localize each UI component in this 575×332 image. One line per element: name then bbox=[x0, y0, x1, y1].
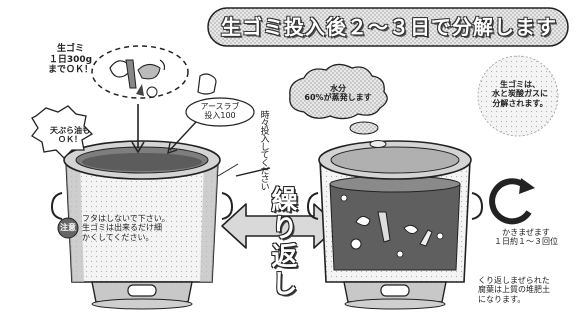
evaporation-note-line-2: 60%が蒸発します bbox=[304, 93, 372, 103]
supply-bag-label-line-1: アースラブ bbox=[200, 102, 240, 111]
lid-note-line-1: フタはしないで下さい。 bbox=[82, 214, 170, 223]
scrap-note-line-3: までＯＫ！ bbox=[48, 65, 94, 76]
lid-label: 注意 bbox=[60, 223, 76, 232]
drop-arrow bbox=[131, 104, 197, 155]
evaporation-note: 水分 60%が蒸発します bbox=[296, 84, 380, 103]
evaporation-cloud bbox=[289, 63, 388, 148]
oil-note-line-2: ＯＫ！ bbox=[58, 135, 82, 145]
oil-note-line-1: 天ぷら油も bbox=[50, 126, 90, 135]
left-compost-bin bbox=[50, 140, 234, 310]
oil-note: 天ぷら油も ＯＫ！ bbox=[38, 126, 102, 145]
decompose-note-cloud bbox=[477, 55, 559, 137]
supply-bag-icon bbox=[185, 73, 255, 127]
decompose-note: 生ゴミは、 水と炭酸ガスに 分解されます。 bbox=[484, 80, 556, 108]
oil-note-burst bbox=[31, 105, 94, 159]
supply-bag-label-line-2: 投入100 bbox=[204, 111, 236, 121]
supply-note: 時々投入してください bbox=[258, 110, 269, 190]
result-note-line-2: 腐葉は上質の堆肥土 bbox=[478, 285, 550, 295]
lid-note-box bbox=[57, 217, 79, 239]
lid-note-line-3: かくしてください。 bbox=[82, 232, 154, 242]
scrap-note-line-2: １日300g bbox=[48, 54, 93, 65]
title-banner bbox=[207, 7, 569, 47]
lid-note-line-2: 生ゴミは出来るだけ細 bbox=[82, 223, 162, 233]
decompose-note-line-1: 生ゴミは、 bbox=[500, 80, 540, 89]
title-banner-text: 生ゴミ投入後２〜３日で分解します bbox=[221, 15, 557, 39]
repeat-label: 繰り返し bbox=[267, 186, 297, 298]
food-scrap-group bbox=[91, 45, 189, 99]
result-note-line-1: くり返しまぜられた bbox=[478, 276, 550, 285]
result-note-line-3: になります。 bbox=[478, 294, 526, 304]
decompose-note-line-3: 分解されます。 bbox=[492, 98, 548, 108]
divider-line bbox=[217, 163, 239, 177]
evaporation-note-line-1: 水分 bbox=[330, 84, 346, 93]
decompose-note-line-2: 水と炭酸ガスに bbox=[492, 89, 548, 99]
stir-circle-arrow-icon bbox=[489, 178, 535, 225]
stir-note-line-1: かきまぜます bbox=[502, 228, 550, 237]
stir-note-line-2: １日約１〜３回位 bbox=[494, 237, 558, 247]
supply-bag-label: アースラブ 投入100 bbox=[188, 102, 252, 121]
scrap-note: 生ゴミ １日300g までＯＫ！ bbox=[48, 44, 93, 76]
right-compost-bin bbox=[306, 140, 484, 310]
result-note: くり返しまぜられた 腐葉は上質の堆肥土 になります。 bbox=[478, 276, 550, 304]
lid-note: フタはしないで下さい。 生ゴミは出来るだけ細 かくしてください。 bbox=[82, 214, 170, 242]
scrap-note-line-1: 生ゴミ bbox=[57, 44, 85, 54]
stir-note: かきまぜます １日約１〜３回位 bbox=[484, 228, 568, 247]
